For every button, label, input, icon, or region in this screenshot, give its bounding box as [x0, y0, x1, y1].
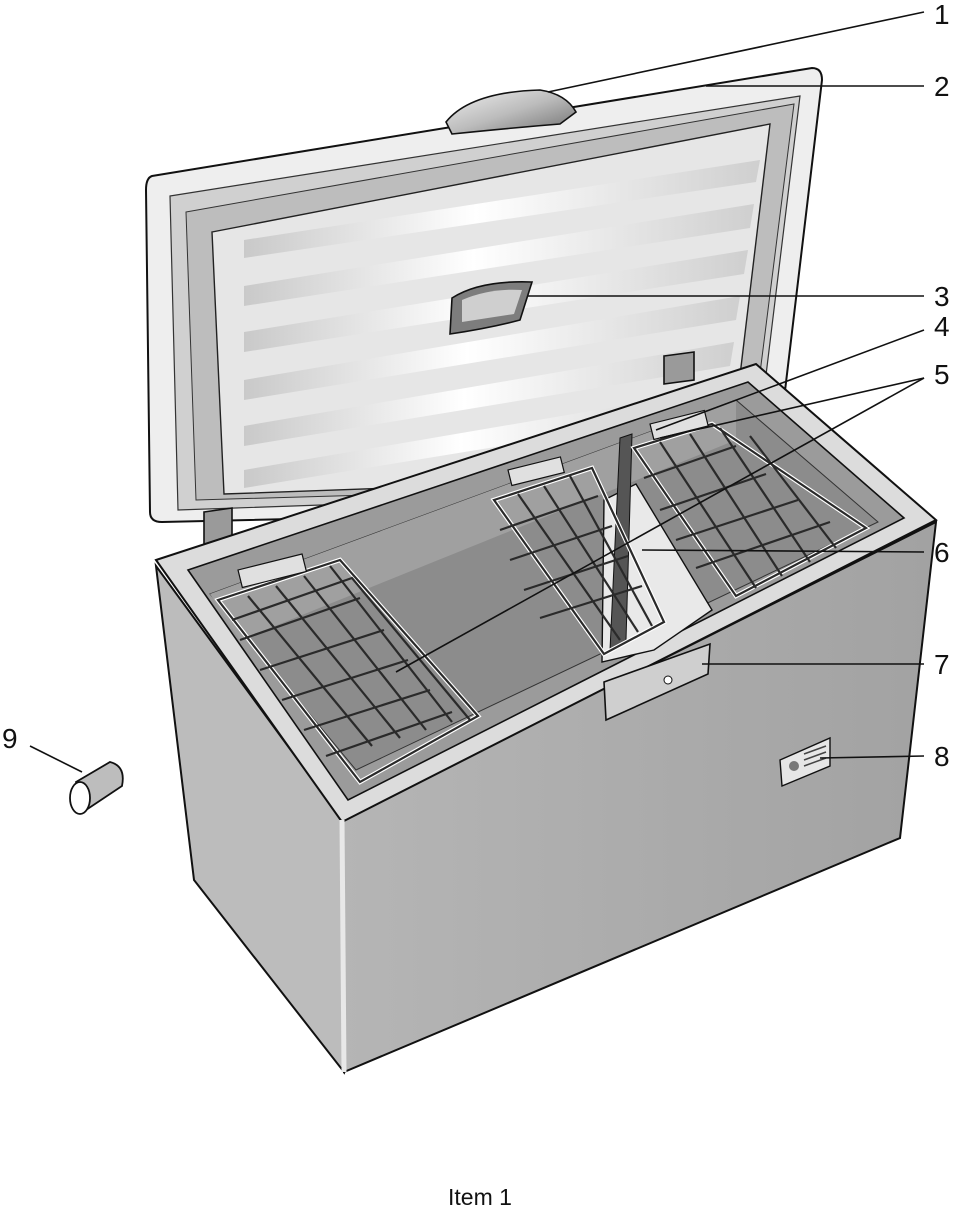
callout-8: 8: [934, 741, 950, 772]
figure-caption: Item 1: [448, 1184, 512, 1210]
leader-1: [547, 11, 925, 93]
callout-4: 4: [934, 311, 950, 342]
callout-7: 7: [934, 649, 950, 680]
callout-1: 1: [934, 0, 950, 30]
drain-plug-tube: [69, 761, 124, 815]
callout-5: 5: [934, 359, 950, 390]
right-hinge: [663, 351, 695, 385]
freezer-lid: [144, 66, 824, 524]
callout-6: 6: [934, 537, 950, 568]
callout-2: 2: [934, 71, 950, 102]
leader-5a: [659, 377, 925, 439]
leader-6: [641, 549, 925, 553]
leader-8: [819, 755, 925, 759]
leader-4: [655, 329, 925, 431]
leader-5b: [395, 377, 925, 673]
leader-lines: [29, 11, 925, 773]
callout-numbers: 1 2 3 4 5 6 7 8 9: [2, 0, 950, 772]
left-basket: [214, 553, 482, 785]
callout-9: 9: [2, 723, 18, 754]
callout-3: 3: [934, 281, 950, 312]
control-panel: [603, 642, 711, 722]
leader-9: [29, 745, 83, 773]
lid-handle: [445, 89, 578, 135]
rating-label: [779, 736, 831, 788]
middle-basket: [490, 456, 667, 657]
